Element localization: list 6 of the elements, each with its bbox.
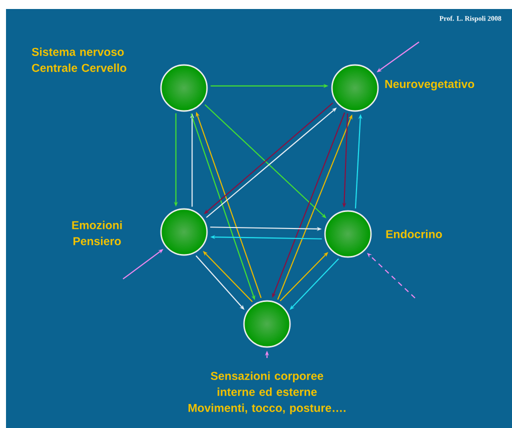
- node-label: Sistema nervoso Centrale Cervello: [32, 48, 126, 72]
- node-label: Endocrino: [386, 230, 442, 238]
- arrow: [290, 258, 339, 310]
- node-label: Emozioni Pensiero: [72, 220, 122, 246]
- node-label: Neurovegetativo: [385, 80, 474, 90]
- node-label: Sensazioni corporee interne ed esterne Movimenti, tocco, posture….: [188, 372, 346, 414]
